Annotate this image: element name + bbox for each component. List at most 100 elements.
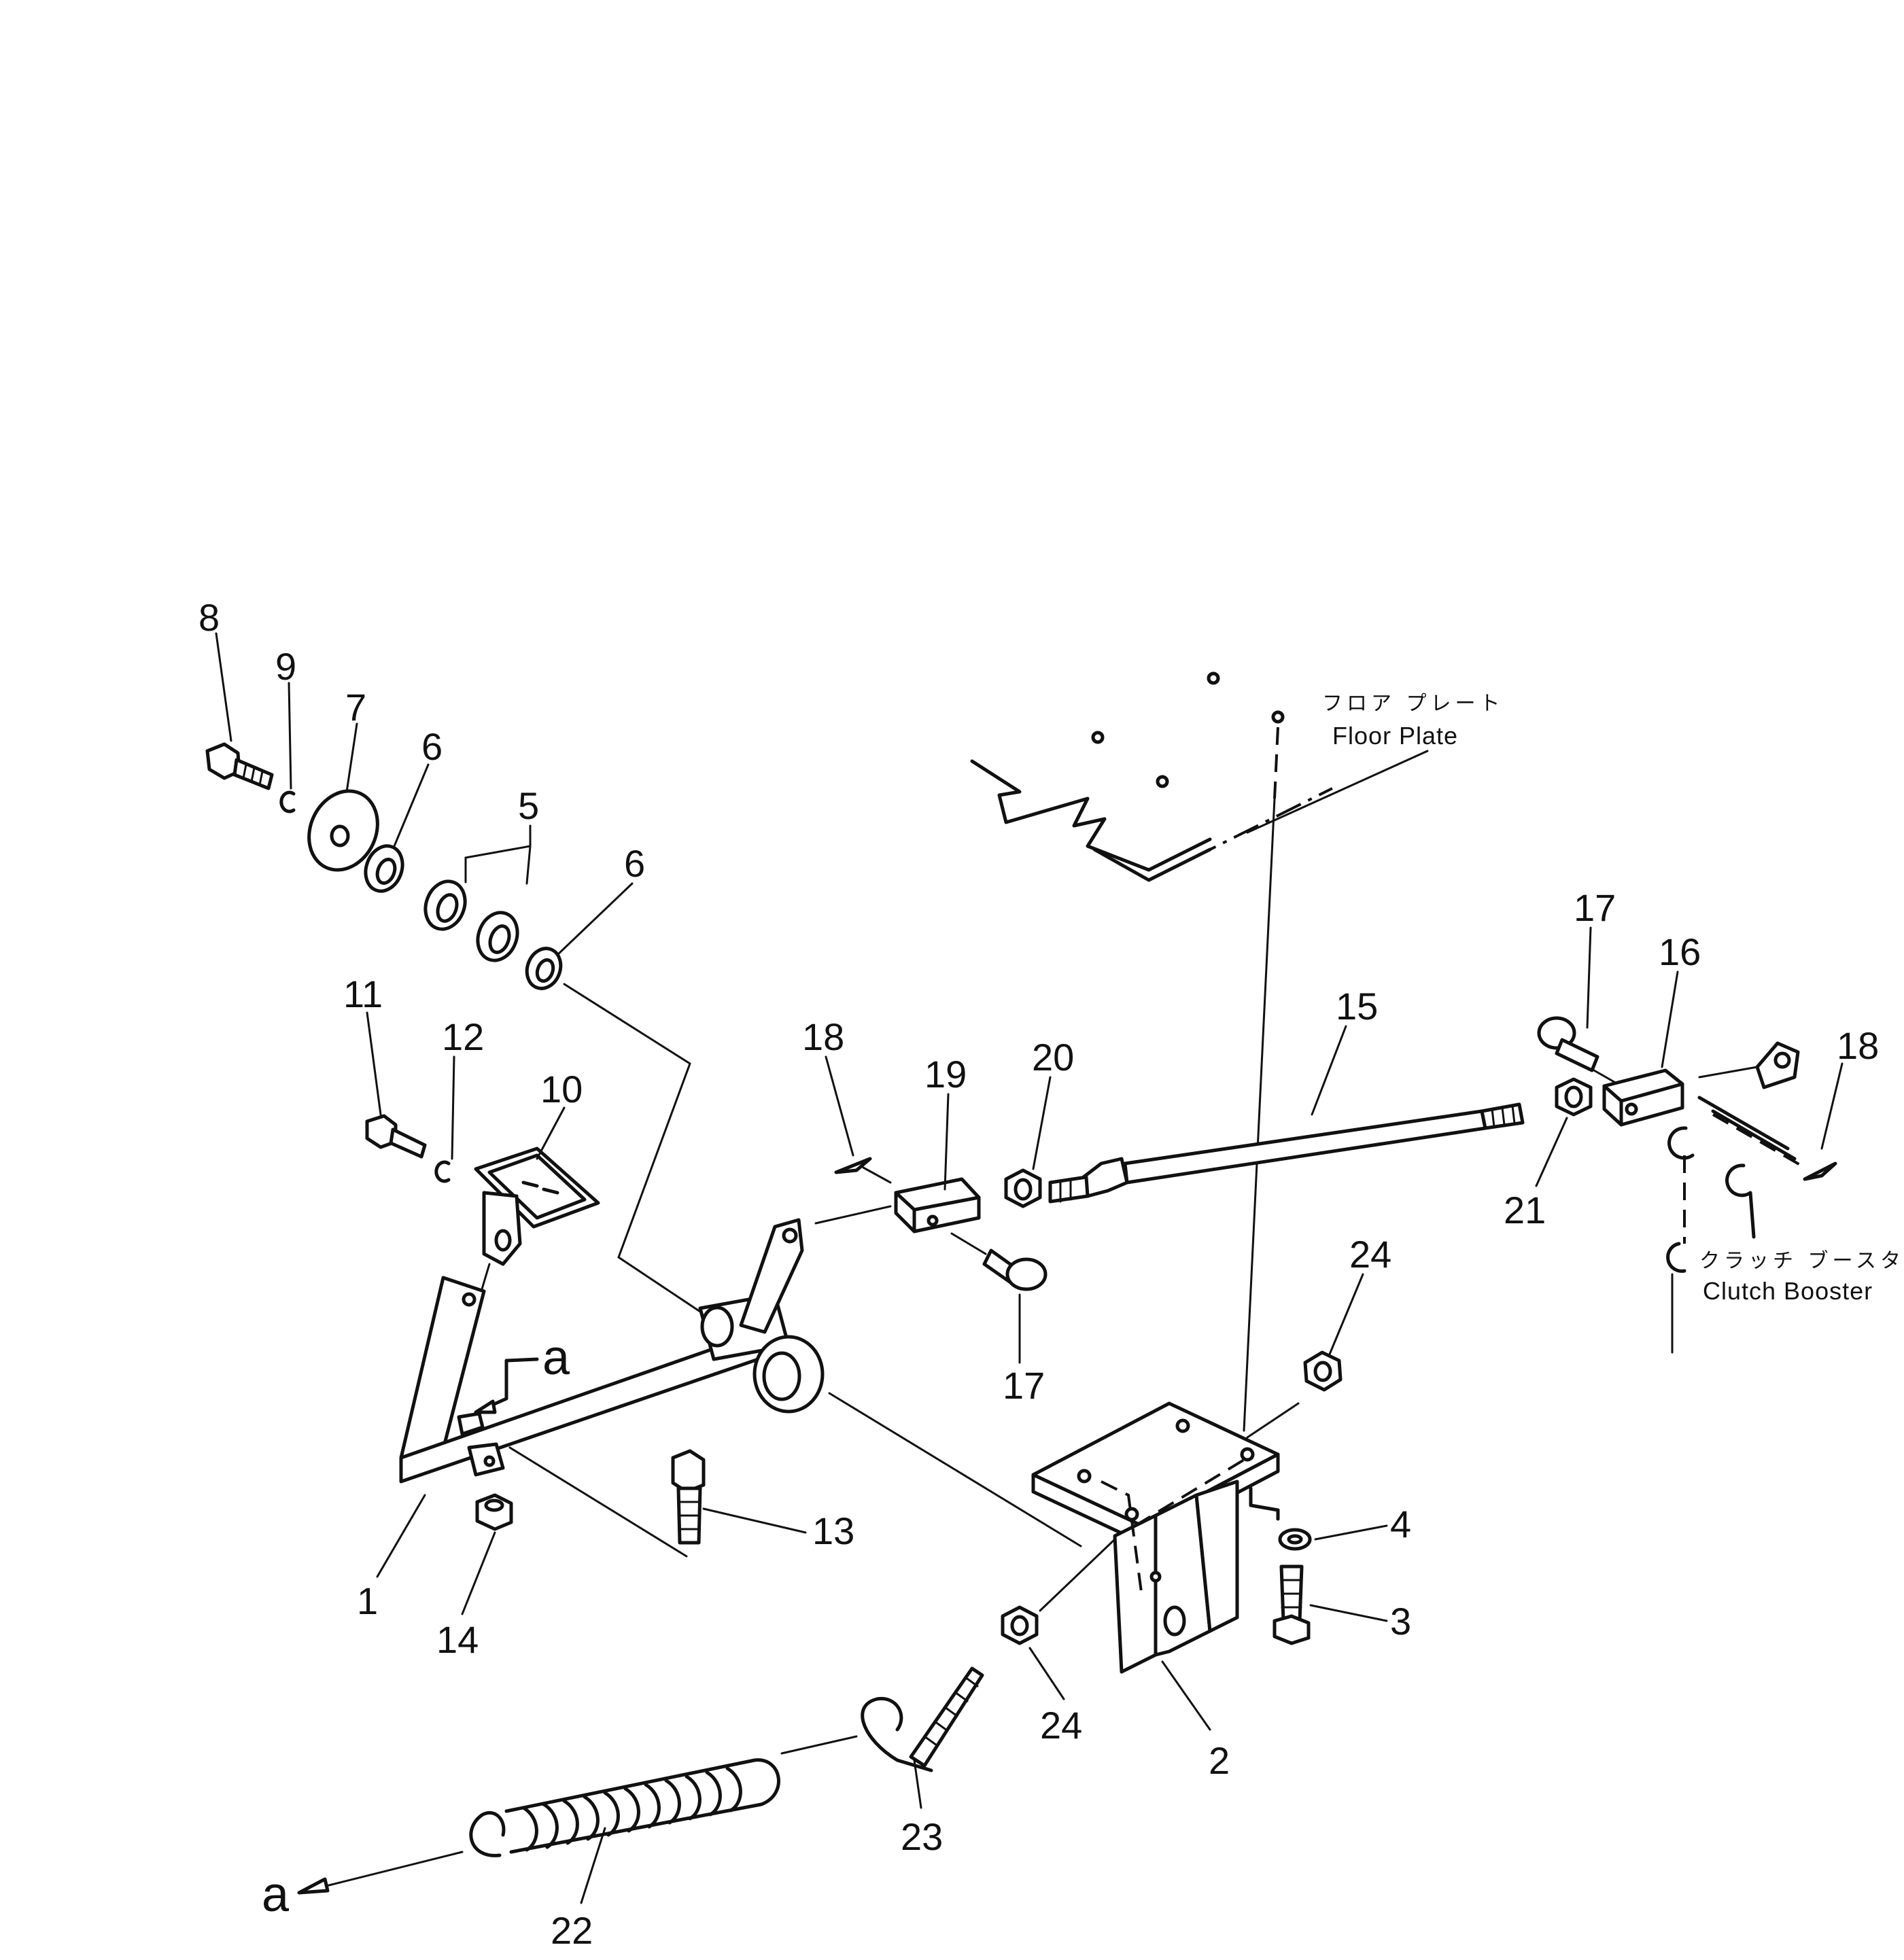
leader-13	[702, 1507, 807, 1534]
bracket-2	[1031, 1401, 1280, 1674]
bushing-6b	[525, 947, 563, 990]
clutch-booster-en-label: Clutch Booster	[1703, 1277, 1873, 1305]
callout-19: 19	[924, 1053, 967, 1096]
bushing-6a	[364, 844, 404, 893]
bolt-13-axis	[508, 1446, 688, 1558]
callout-1: 1	[357, 1579, 378, 1622]
leader-22	[580, 1827, 606, 1904]
bushing-5b	[476, 911, 519, 962]
leader-14	[461, 1531, 496, 1615]
leader-lines	[215, 632, 1844, 1904]
nut-24b-axis	[1039, 1538, 1116, 1612]
leader-7	[345, 722, 358, 793]
leader-20	[1032, 1076, 1052, 1170]
callout-6b: 6	[624, 842, 645, 885]
pedal-pad-10	[474, 1147, 600, 1266]
callout-24a: 24	[1349, 1233, 1391, 1276]
hook-bolt-23	[861, 1666, 984, 1772]
floor-plate-label: フロア プレート Floor Plate	[1246, 692, 1504, 834]
callout-16: 16	[1659, 930, 1701, 973]
callout-11: 11	[343, 973, 383, 1015]
callout-6a: 6	[421, 725, 443, 768]
nut-14	[475, 1493, 513, 1531]
section-mark-lower-label: a	[262, 1868, 290, 1922]
pin-17b	[1537, 1016, 1599, 1072]
nut-24b	[1001, 1605, 1039, 1645]
pedal-pivot-axis	[828, 1392, 1082, 1547]
callout-10: 10	[540, 1068, 583, 1110]
leader-11	[366, 1011, 382, 1116]
floor-plate	[970, 671, 1333, 1432]
washer-7	[307, 789, 379, 872]
leader-24a	[1328, 1273, 1364, 1357]
callout-17a: 17	[1574, 886, 1616, 929]
leader-18b	[1820, 1062, 1844, 1150]
callout-7: 7	[345, 686, 366, 729]
clevis-19	[894, 1177, 981, 1233]
callout-14: 14	[436, 1618, 479, 1661]
callout-15: 15	[1336, 985, 1378, 1028]
clutch-booster-label: クラッチ ブースタ Clutch Booster	[1699, 1249, 1904, 1305]
leader-9	[288, 682, 292, 790]
pin-17a-axis	[950, 1232, 987, 1255]
callout-8: 8	[198, 596, 220, 639]
bolt-8	[205, 742, 274, 790]
floor-plate-en-label: Floor Plate	[1332, 722, 1458, 750]
callout-9: 9	[275, 645, 296, 688]
callout-21: 21	[1504, 1189, 1546, 1231]
clevis-16	[1602, 1068, 1684, 1127]
leader-3	[1309, 1604, 1388, 1622]
stack-axis-line	[563, 983, 712, 1320]
clutch-booster-bracket	[1666, 1041, 1802, 1354]
pin-17b-axis	[1593, 1069, 1619, 1085]
cotter-pin-18b	[1803, 1161, 1837, 1181]
clutch-booster-jp-label: クラッチ ブースタ	[1699, 1249, 1904, 1273]
callout-12: 12	[442, 1015, 484, 1058]
leader-15	[1311, 1025, 1347, 1116]
bolt-13	[671, 1449, 706, 1545]
callout-23: 23	[901, 1815, 943, 1858]
nut-21	[1555, 1077, 1593, 1117]
leader-21	[1535, 1117, 1568, 1187]
leader-18a	[825, 1055, 854, 1157]
callout-4: 4	[1390, 1503, 1411, 1545]
leader-5	[464, 824, 532, 885]
clevis-16-axis	[1698, 1066, 1759, 1079]
leader-24b	[1028, 1647, 1065, 1700]
leader-23	[913, 1759, 922, 1809]
rod-15	[1048, 1102, 1525, 1204]
clip-12	[434, 1160, 451, 1183]
callout-5: 5	[518, 784, 539, 827]
spring-22	[469, 1758, 780, 1857]
leader-2	[1161, 1660, 1211, 1731]
floor-plate-jp-label: フロア プレート	[1322, 692, 1504, 716]
leader-19	[944, 1093, 950, 1191]
callout-24b: 24	[1040, 1704, 1082, 1747]
callout-18a: 18	[802, 1015, 844, 1058]
cotter-pin-18a	[834, 1157, 892, 1184]
callout-17b: 17	[1003, 1364, 1045, 1407]
section-mark-lower: a	[262, 1851, 464, 1922]
callout-3: 3	[1390, 1600, 1411, 1643]
leader-10	[536, 1106, 566, 1160]
leader-6b	[556, 882, 634, 956]
nut-24a	[1303, 1350, 1343, 1392]
nut-20	[1004, 1168, 1042, 1208]
spring-hook-line	[780, 1735, 858, 1755]
pin-17a	[982, 1248, 1048, 1291]
leader-1	[376, 1494, 426, 1578]
callout-18b: 18	[1837, 1024, 1879, 1067]
section-mark-upper-label: a	[542, 1331, 570, 1385]
leader-4	[1314, 1524, 1388, 1541]
callout-22: 22	[551, 1909, 593, 1952]
leader-16	[1661, 970, 1679, 1068]
nut-24a-axis	[1246, 1402, 1300, 1439]
washer-4	[1278, 1528, 1312, 1551]
leader-17b	[1586, 926, 1592, 1029]
leader-6a	[393, 763, 430, 847]
bushing-5a	[423, 879, 467, 931]
bolt-11	[365, 1114, 427, 1159]
bolt-3	[1273, 1564, 1311, 1645]
bracket-2-diagonal	[1134, 1456, 1249, 1527]
